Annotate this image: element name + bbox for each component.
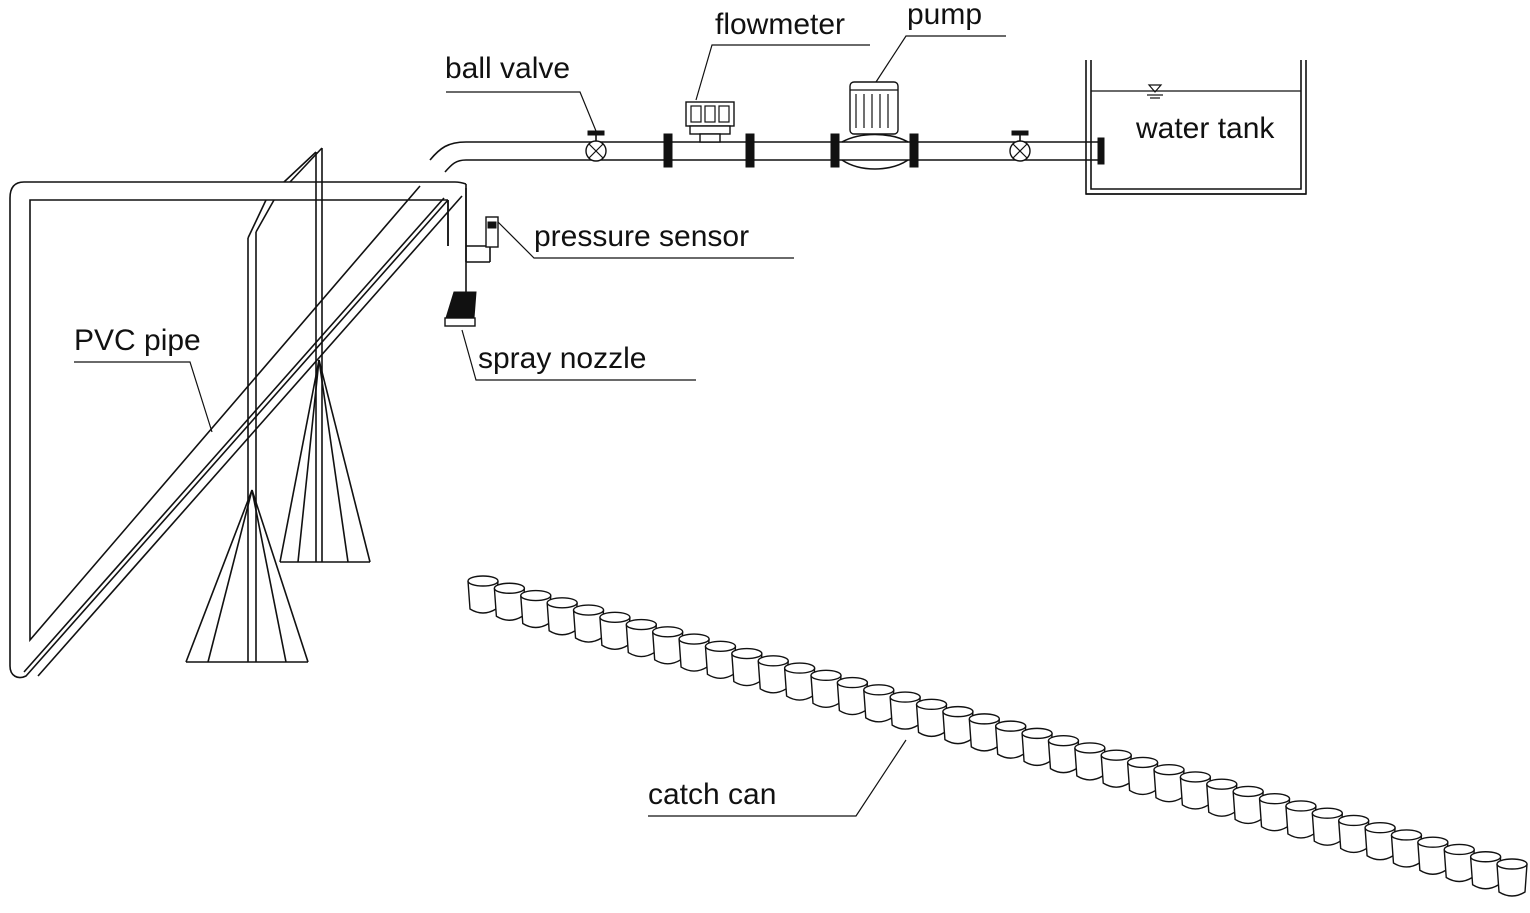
spray-nozzle [444,291,477,327]
label-pressure-sensor: pressure sensor [534,220,749,253]
catch-can [1285,800,1317,839]
catch-can [546,597,578,636]
label-flowmeter: flowmeter [715,8,845,41]
catch-can [1100,749,1132,788]
catch-can [1021,727,1053,767]
tank-side-valve [1009,130,1031,162]
catch-can [889,691,921,730]
catch-can [1443,843,1475,883]
catch-can [625,618,658,658]
catch-can [704,640,737,680]
catch-can [599,611,631,650]
catch-can [994,720,1027,759]
catch-can [731,647,763,687]
label-water-tank: water tank [1135,112,1275,145]
catch-can [915,698,948,738]
catch-can [520,589,552,629]
catch-can [1074,742,1106,781]
label-spray-nozzle: spray nozzle [478,342,646,375]
catch-can [757,655,789,694]
leader-lines [74,35,1006,817]
catch-can [1364,822,1396,861]
catch-can [783,662,816,701]
catch-can [1126,756,1159,796]
pvc-pipe-frame [9,181,467,679]
catch-can [1206,778,1238,817]
catch-can [1469,851,1502,890]
catch-can [968,713,1001,752]
catch-can [651,626,684,665]
catch-can [1258,792,1291,832]
pressure-sensor [485,216,499,248]
catch-can [467,575,499,614]
ball-valve [585,130,607,162]
label-pvc-pipe: PVC pipe [74,324,201,357]
catch-can [1417,836,1449,875]
catch-can [1496,858,1528,897]
catch-can [572,604,605,643]
catch-can [678,633,710,672]
tripod-stand-rear [279,147,371,563]
catch-can-row [467,575,1528,897]
catch-can [863,684,895,723]
catch-can [1153,763,1185,803]
tripod-stand-front [185,199,309,663]
supply-pipe [429,141,1098,173]
catch-can [810,669,842,709]
catch-can [836,676,869,716]
catch-can [1232,785,1264,825]
water-level-symbol [1147,84,1163,99]
flange-left [663,133,673,168]
label-ball-valve: ball valve [445,52,570,85]
flange-right [745,133,755,168]
label-catch-can: catch can [648,778,776,811]
tank-outlet-fitting [1097,137,1105,165]
catch-can [493,582,526,621]
flowmeter [663,101,755,168]
catch-can [1179,771,1212,810]
pump [830,81,919,170]
catch-can [1337,814,1370,854]
catch-can [1311,807,1344,846]
catch-can [1390,829,1423,868]
water-tank: water tank [1085,60,1307,195]
catch-can [942,705,974,745]
label-pump: pump [907,0,982,31]
catch-can [1047,734,1080,774]
